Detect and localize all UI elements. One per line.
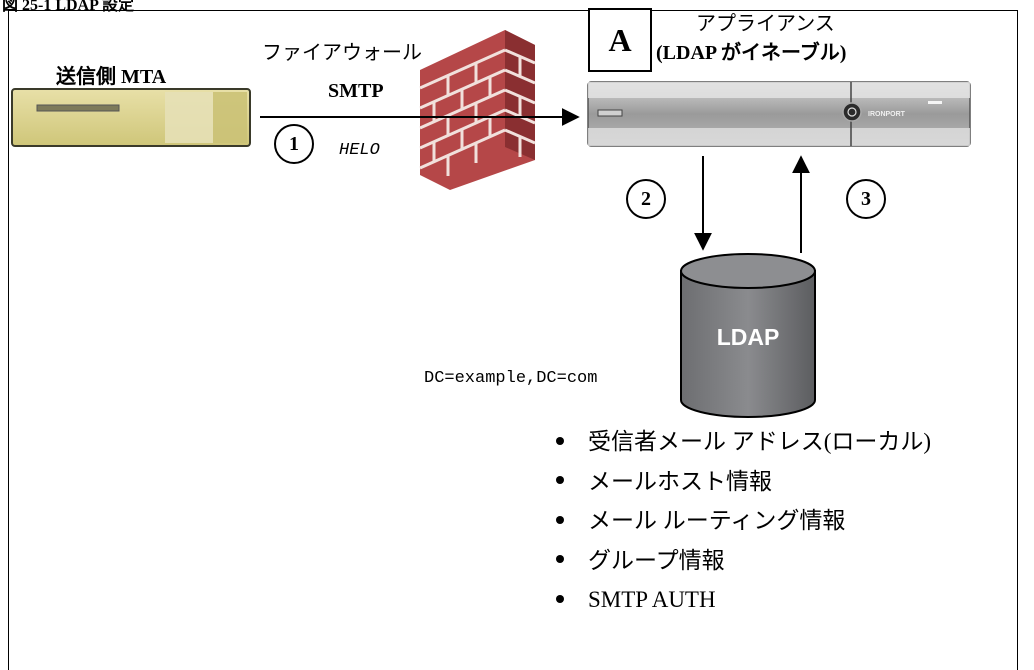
ldap-database-icon [680,253,816,418]
smtp-label: SMTP [328,80,384,102]
appliance-box-letter: A [588,8,652,72]
helo-label: HELO [339,141,380,160]
bullet-icon [556,555,564,564]
list-item: メールホスト情報 [556,467,931,507]
list-item: 受信者メール アドレス(ローカル) [556,427,931,467]
sending-mta-device [11,88,251,147]
ldap-base-dn: DC=example,DC=com [424,369,598,388]
diagram-frame [8,10,1018,670]
appliance-brand: IRONPORT [868,111,906,118]
diagram-graphics: IRONPORT LDAP [11,30,971,418]
bullet-icon [556,515,564,524]
list-item: SMTP AUTH [556,585,931,625]
ldap-label: LDAP [717,324,780,350]
bullet-icon [556,594,564,603]
firewall-label: ファイアウォール [262,42,422,64]
step-1-badge: 1 [274,124,314,164]
ldap-info-list: 受信者メール アドレス(ローカル) メールホスト情報 メール ルーティング情報 … [556,427,931,625]
step-3-badge: 3 [846,179,886,219]
list-item: グループ情報 [556,546,931,586]
list-item: メール ルーティング情報 [556,506,931,546]
firewall-brick-icon [419,30,536,190]
appliance-title: アプライアンス [696,13,835,35]
bullet-icon [556,436,564,445]
step-2-badge: 2 [626,179,666,219]
appliance-subtitle: (LDAP がイネーブル) [656,42,847,64]
bullet-icon [556,476,564,485]
sending-mta-label: 送信側 MTA [56,66,167,88]
appliance-device [587,81,971,147]
